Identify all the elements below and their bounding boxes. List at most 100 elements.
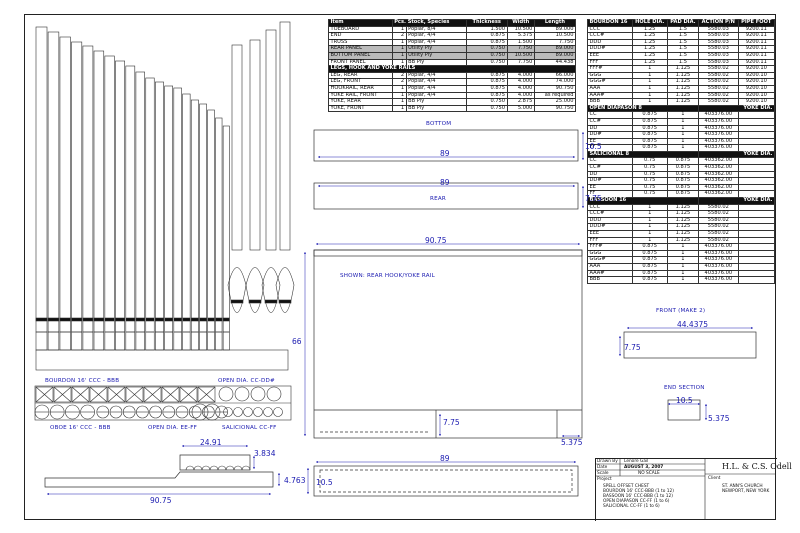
pipe-foot: [182, 331, 191, 351]
project-label: Project: [597, 477, 612, 482]
pipe-mouth: [93, 317, 105, 322]
hook-rail-top: [313, 249, 583, 257]
end-section-outline: [667, 399, 701, 421]
pipe-mouth: [173, 317, 182, 322]
dim-rail-length: 90.75: [425, 236, 447, 245]
dim-bottom-length: 89: [440, 149, 450, 158]
pipe-mouth: [115, 317, 125, 322]
plan-hole: [233, 407, 243, 417]
plan-hole: [243, 407, 253, 417]
pipe-body: [215, 117, 223, 333]
pipe-foot: [215, 331, 223, 351]
plan-cell: [107, 386, 126, 403]
dim-rear-length: 89: [440, 178, 450, 187]
pipe-mouth: [182, 317, 191, 322]
shown-note-label: SHOWN: REAR HOOK/YOKE RAIL: [340, 273, 435, 279]
plan-cross: [107, 386, 126, 403]
date-label: Date: [597, 465, 608, 470]
end-section-label: END SECTION: [664, 385, 705, 391]
oboe-range-label: OBOE 16' CCC - BBB: [50, 425, 111, 431]
client-label: Client: [708, 476, 721, 481]
reed-band: [248, 299, 262, 304]
panel-outlines: [44, 129, 757, 497]
pipe-foot: [82, 331, 94, 351]
bottom-view-label: BOTTOM: [426, 121, 452, 127]
title-block-line: OPEN DIAPASON CC-FF (1 to 6): [603, 499, 670, 504]
pipe-mouth: [164, 317, 173, 322]
pipe-body: [155, 81, 164, 333]
pipe-foot: [164, 331, 173, 351]
pipe-mouth: [71, 317, 83, 322]
yoke-arc: [193, 465, 203, 471]
plan-cross: [197, 386, 216, 403]
pipe-mouth: [104, 317, 115, 322]
scale-label: Scale: [597, 471, 609, 476]
pipe-body: [222, 125, 230, 333]
pipe-body: [82, 45, 94, 333]
pipe-mouth: [155, 317, 164, 322]
plan-hole: [203, 403, 221, 421]
yoke-arc: [185, 465, 195, 471]
plan-cell: [89, 386, 108, 403]
plan-hole: [253, 407, 263, 417]
part-length: 90.750: [533, 104, 577, 113]
reed-pipe: [279, 21, 291, 251]
reed-band: [278, 299, 292, 304]
toeboard-hidden: [319, 469, 573, 493]
pipe-mouth: [215, 317, 223, 322]
bourdon-range-label: BOURDON 16' CCC - BBB: [45, 378, 120, 384]
dim-bottom-width: 10.5: [585, 142, 602, 151]
yoke-arc: [225, 465, 235, 471]
yoke-holes: [185, 465, 251, 471]
dim-end-width: 10.5: [676, 396, 693, 405]
reed-pipe: [265, 29, 277, 251]
pipe-foot: [35, 331, 48, 351]
pipe-body: [135, 71, 145, 333]
reed-bell: [227, 267, 247, 313]
pipe-foot: [59, 331, 71, 351]
reed-pipe-elevation: [227, 21, 295, 313]
plan-cross: [35, 386, 54, 403]
pipe-base: [35, 349, 289, 371]
plan-hole: [234, 386, 250, 402]
pipe-foot: [47, 331, 60, 351]
pipe-mouth: [125, 317, 136, 322]
plan-cross: [89, 386, 108, 403]
pipe-body: [115, 60, 125, 333]
pipe-mouth: [135, 317, 145, 322]
reed-bell: [261, 267, 281, 313]
pipe-body: [71, 41, 83, 333]
toeboard-outline: [313, 465, 579, 497]
dim-base-height: 10.5: [316, 478, 333, 487]
pipe-foot: [222, 331, 230, 351]
parts-table: Item Pcs. Stock, Species Thickness Width…: [328, 19, 577, 113]
plan-hole: [191, 403, 209, 421]
parts-header-row: Item Pcs. Stock, Species Thickness Width…: [328, 19, 577, 27]
rear-view-label: REAR: [430, 196, 446, 202]
scale-value: NO SCALE: [638, 471, 660, 476]
plan-cross: [125, 386, 144, 403]
title-block-line: ST. ANN'S CHURCH: [722, 484, 763, 489]
dim-hook-height: 4.763: [284, 476, 306, 485]
pipe-body: [145, 77, 155, 333]
plan-hole: [266, 386, 282, 402]
dim-yoke-height: 3.834: [254, 449, 276, 458]
pipe-body: [199, 103, 207, 333]
pipe-body: [35, 26, 48, 333]
sheet-border: [24, 14, 776, 520]
pipe-foot: [173, 331, 182, 351]
pipe-cell-empty: [737, 276, 776, 284]
plan-cell: [71, 386, 90, 403]
reed-bell: [275, 267, 295, 313]
plan-hole: [218, 386, 234, 402]
drawn-by-value: Lenore Gail: [624, 459, 649, 464]
yoke-arc: [217, 465, 227, 471]
